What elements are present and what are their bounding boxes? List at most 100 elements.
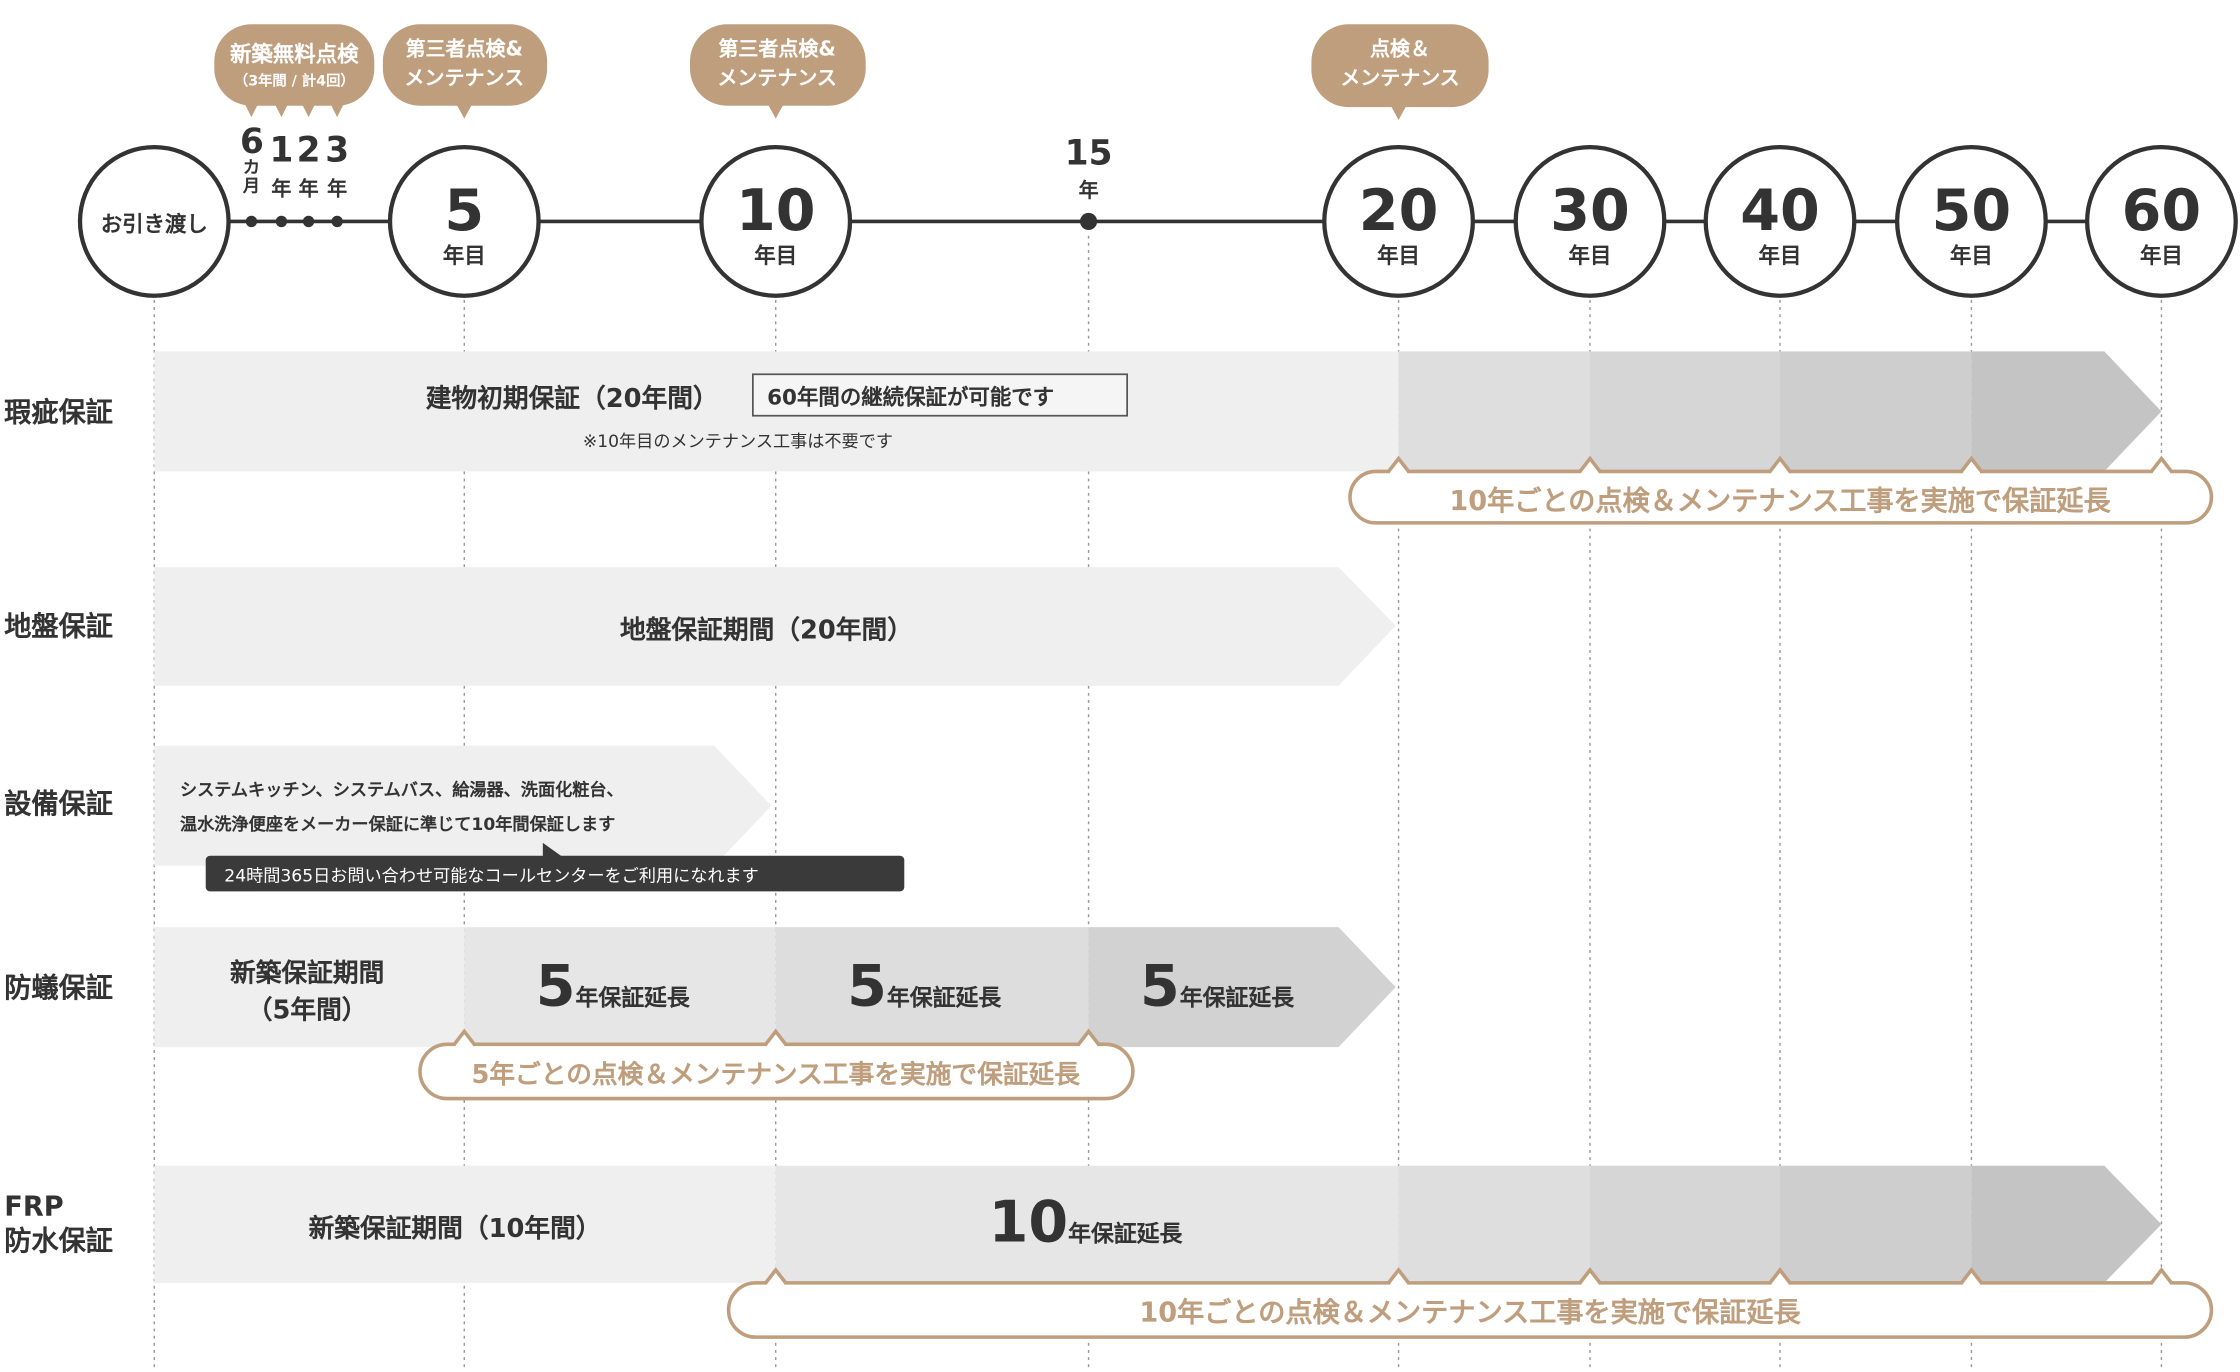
equipment-text-1: システムキッチン、システムバス、給湯器、洗面化粧台、	[179, 779, 624, 800]
termite-initial-1: 新築保証期間	[229, 958, 385, 989]
pill-notch	[452, 1028, 476, 1046]
row-label-termite: 防蟻保証	[4, 972, 113, 1005]
defect-bar	[154, 351, 2162, 472]
bubble-20yr-l2: メンテナンス	[1340, 67, 1460, 90]
frp-ext-num: 10	[988, 1189, 1069, 1256]
pill-notch	[1578, 455, 1602, 473]
pill-notch	[1389, 1280, 1408, 1287]
frp-initial: 新築保証期間（10年間）	[308, 1214, 602, 1245]
row-label-frp-2: 防水保証	[4, 1225, 113, 1258]
termite-ext-text: 年保証延長	[886, 984, 1002, 1012]
milestone-unit: 年目	[754, 242, 798, 269]
pill-notch	[1771, 1280, 1789, 1287]
bubble-5yr-l2: メンテナンス	[404, 67, 525, 90]
pill-notch	[1962, 1280, 1980, 1287]
row-label-equipment: 設備保証	[4, 788, 113, 820]
milestone-num: 5	[444, 178, 485, 245]
milestone-unit: 年目	[442, 242, 486, 269]
pill-notch	[1079, 1042, 1098, 1048]
pill-notch	[767, 1042, 785, 1048]
frp-extension-pill: 10年ごとの点検＆メンテナンス工事を実施で保証延長	[1139, 1297, 1801, 1329]
handover-label: お引き渡し	[100, 211, 208, 238]
pill-notch	[1960, 1267, 1983, 1284]
pill-notch	[1768, 1267, 1792, 1284]
defect-note: ※10年目のメンテナンス工事は不要です	[582, 431, 893, 452]
termite-ext-num: 5	[535, 954, 576, 1020]
defect-extension-pill: 10年ごとの点検＆メンテナンス工事を実施で保証延長	[1449, 485, 2111, 518]
pill-notch	[767, 1280, 785, 1287]
termite-ext-text: 年保証延長	[575, 984, 690, 1012]
frp-ext-text: 年保証延長	[1068, 1219, 1183, 1248]
early-2-unit: 年	[298, 178, 319, 202]
milestone-unit: 年目	[1377, 242, 1421, 269]
equipment-text-2: 温水洗浄便座をメーカー保証に準じて10年間保証します	[179, 814, 616, 835]
pill-notch	[1581, 1280, 1599, 1287]
pill-notch	[1581, 469, 1599, 475]
termite-initial-2: （5年間）	[246, 995, 368, 1026]
early-1-num: 1	[269, 129, 294, 170]
equipment-bar	[154, 745, 772, 866]
row-label-defect: 瑕疵保証	[4, 397, 113, 429]
bubble-5yr-l1: 第三者点検&	[405, 38, 524, 62]
early-2-num: 2	[296, 129, 321, 170]
early-3-unit: 年	[327, 178, 348, 202]
bubble-20yr-l1: 点検＆	[1369, 38, 1430, 62]
pill-notch	[1962, 469, 1980, 475]
pill-notch	[764, 1267, 788, 1284]
termite-ext-num: 5	[1139, 954, 1180, 1020]
milestone-unit: 年目	[1949, 242, 1993, 269]
termite-extension: 5年保証延長	[1140, 959, 1294, 1016]
frp-extension: 10年保証延長	[989, 1194, 1183, 1251]
pill-notch	[764, 1028, 788, 1046]
termite-extension: 5年保証延長	[847, 959, 1001, 1016]
milestone-unit: 年目	[1758, 242, 1802, 269]
bubble-10yr-l1: 第三者点検&	[718, 38, 836, 62]
termite-ext-text: 年保証延長	[1179, 984, 1295, 1012]
pill-notch	[1389, 469, 1408, 475]
bubble-free-inspection-sub: （3年間 / 計4回）	[233, 74, 355, 90]
pills	[418, 469, 2214, 1339]
milestone-num: 50	[1931, 178, 2012, 245]
pill-notch	[1578, 1267, 1602, 1284]
early-6-num: 6	[239, 121, 264, 162]
milestone-num: 40	[1740, 178, 1820, 245]
frp-bar	[154, 1165, 2162, 1283]
row-label-ground: 地盤保証	[4, 611, 113, 643]
year15-num: 15	[1064, 132, 1113, 173]
early-3-num: 3	[325, 129, 350, 170]
pill-notch	[1960, 455, 1983, 473]
bubble-free-inspection: 新築無料点検	[229, 41, 359, 68]
early-6-unit: カ月	[242, 157, 261, 196]
milestone-num: 30	[1550, 178, 1630, 245]
pill-notch	[1077, 1028, 1100, 1046]
row-label-frp-1: FRP	[4, 1191, 64, 1223]
milestone-unit: 年目	[2139, 242, 2183, 269]
pill-notch	[1768, 455, 1792, 473]
pill-notch	[2152, 1280, 2170, 1287]
ground-bar	[154, 567, 1396, 686]
milestone-num: 60	[2121, 178, 2202, 245]
termite-extension-pill: 5年ごとの点検＆メンテナンス工事を実施で保証延長	[471, 1059, 1080, 1090]
speech-bubbles	[214, 24, 1489, 120]
pill-notch	[455, 1042, 473, 1048]
early-1-unit: 年	[271, 178, 292, 202]
defect-title: 建物初期保証（20年間）	[425, 384, 719, 415]
pill-notch	[1771, 469, 1789, 475]
milestone-circles	[77, 144, 2238, 298]
pill-notch	[1387, 455, 1410, 473]
termite-extension: 5年保証延長	[536, 959, 690, 1016]
pill-notch	[1387, 1267, 1410, 1284]
termite-bar	[154, 927, 1396, 1048]
pill-notch	[2150, 1267, 2173, 1284]
callcenter-tooltip: 24時間365日お問い合わせ可能なコールセンターをご利用になれます	[224, 865, 759, 886]
pill-notch	[2152, 469, 2170, 475]
defect-continuation-box: 60年間の継続保証が可能です	[767, 384, 1055, 410]
ground-title: 地盤保証期間（20年間）	[619, 615, 913, 646]
milestone-num: 10	[735, 178, 816, 245]
bubble-10yr-l2: メンテナンス	[717, 67, 837, 90]
milestone-unit: 年目	[1568, 242, 1612, 269]
milestone-num: 20	[1358, 178, 1439, 245]
pill-notch	[2150, 455, 2173, 473]
